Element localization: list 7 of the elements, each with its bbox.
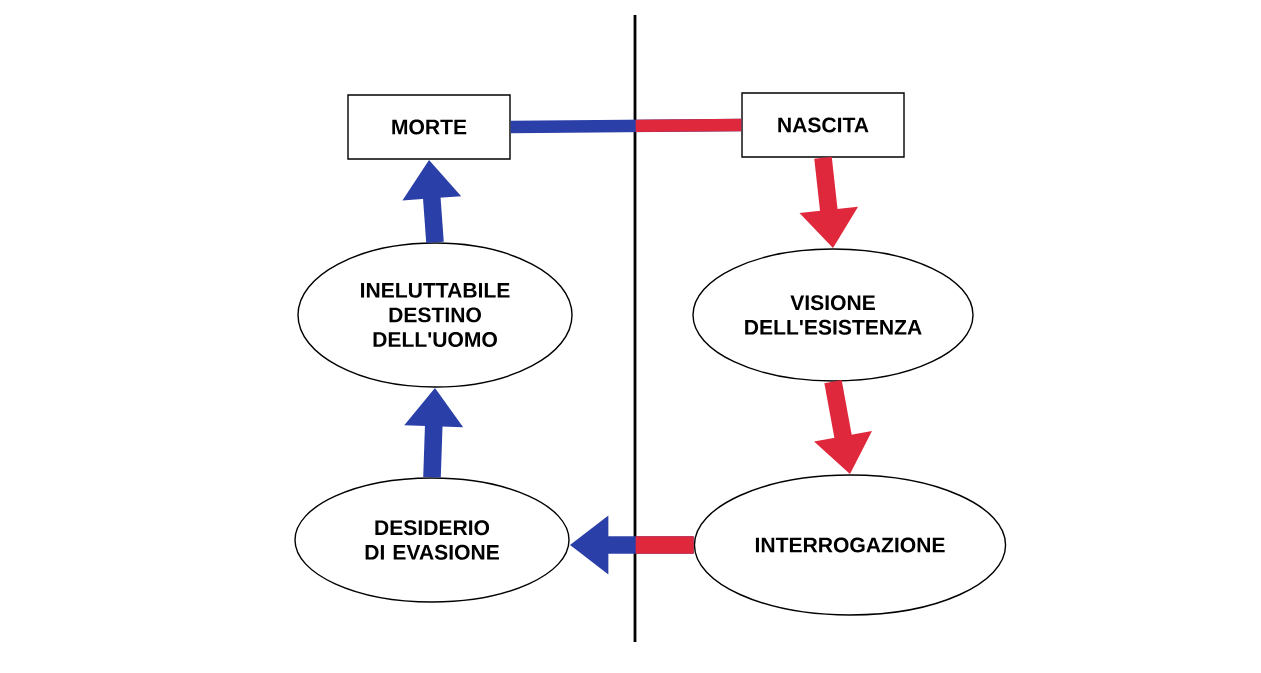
ellipse-node: INELUTTABILE DESTINO DELL'UOMO: [297, 242, 573, 388]
ellipse-node: INTERROGAZIONE: [693, 474, 1007, 616]
process-box: NASCITA: [741, 92, 905, 158]
ellipse-node: VISIONE DELL'ESISTENZA: [692, 248, 974, 382]
ellipse-node: DESIDERIO DI EVASIONE: [294, 477, 570, 603]
connector-line: [510, 118, 742, 134]
process-box: MORTE: [347, 94, 511, 160]
